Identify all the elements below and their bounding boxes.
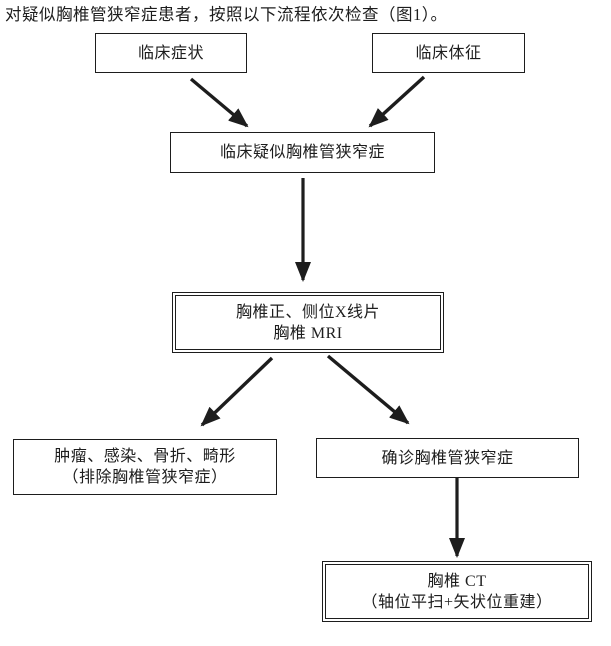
node-clinical-signs-label: 临床体征	[415, 44, 482, 62]
node-xray-mri-line1: 胸椎正、侧位X线片	[235, 303, 381, 321]
node-clinical-symptoms: 临床症状	[95, 33, 247, 73]
node-xray-mri-line2: 胸椎 MRI	[273, 324, 343, 342]
arrow-imaging-to-differential	[200, 356, 274, 427]
node-differential-line1: 肿瘤、感染、骨折、畸形	[54, 448, 236, 465]
node-confirmed-tss: 确诊胸椎管狭窄症	[316, 438, 579, 478]
node-ct-scan-inner-border: 胸椎 CT （轴位平扫+矢状位重建）	[325, 564, 589, 619]
arrow-imaging-to-confirmed	[326, 354, 410, 425]
node-differential-line2: （排除胸椎管狭窄症）	[62, 469, 228, 486]
node-ct-scan: 胸椎 CT （轴位平扫+矢状位重建）	[322, 561, 592, 622]
arrow-symptoms-to-suspected	[189, 77, 249, 128]
arrow-signs-to-suspected	[368, 75, 426, 128]
node-suspected-tss: 临床疑似胸椎管狭窄症	[170, 132, 435, 173]
node-clinical-signs: 临床体征	[372, 33, 525, 73]
intro-text: 对疑似胸椎管狭窄症患者，按照以下流程依次检查（图1）。	[5, 5, 448, 24]
node-confirmed-tss-label: 确诊胸椎管狭窄症	[381, 449, 514, 467]
node-xray-mri: 胸椎正、侧位X线片 胸椎 MRI	[172, 292, 444, 353]
node-xray-mri-inner-border: 胸椎正、侧位X线片 胸椎 MRI	[175, 295, 441, 350]
node-suspected-tss-label: 临床疑似胸椎管狭窄症	[219, 144, 385, 161]
node-ct-scan-line1: 胸椎 CT	[427, 572, 487, 590]
node-differential-exclusion: 肿瘤、感染、骨折、畸形 （排除胸椎管狭窄症）	[13, 439, 277, 495]
node-ct-scan-line2: （轴位平扫+矢状位重建）	[361, 593, 553, 611]
node-clinical-symptoms-label: 临床症状	[137, 44, 204, 62]
